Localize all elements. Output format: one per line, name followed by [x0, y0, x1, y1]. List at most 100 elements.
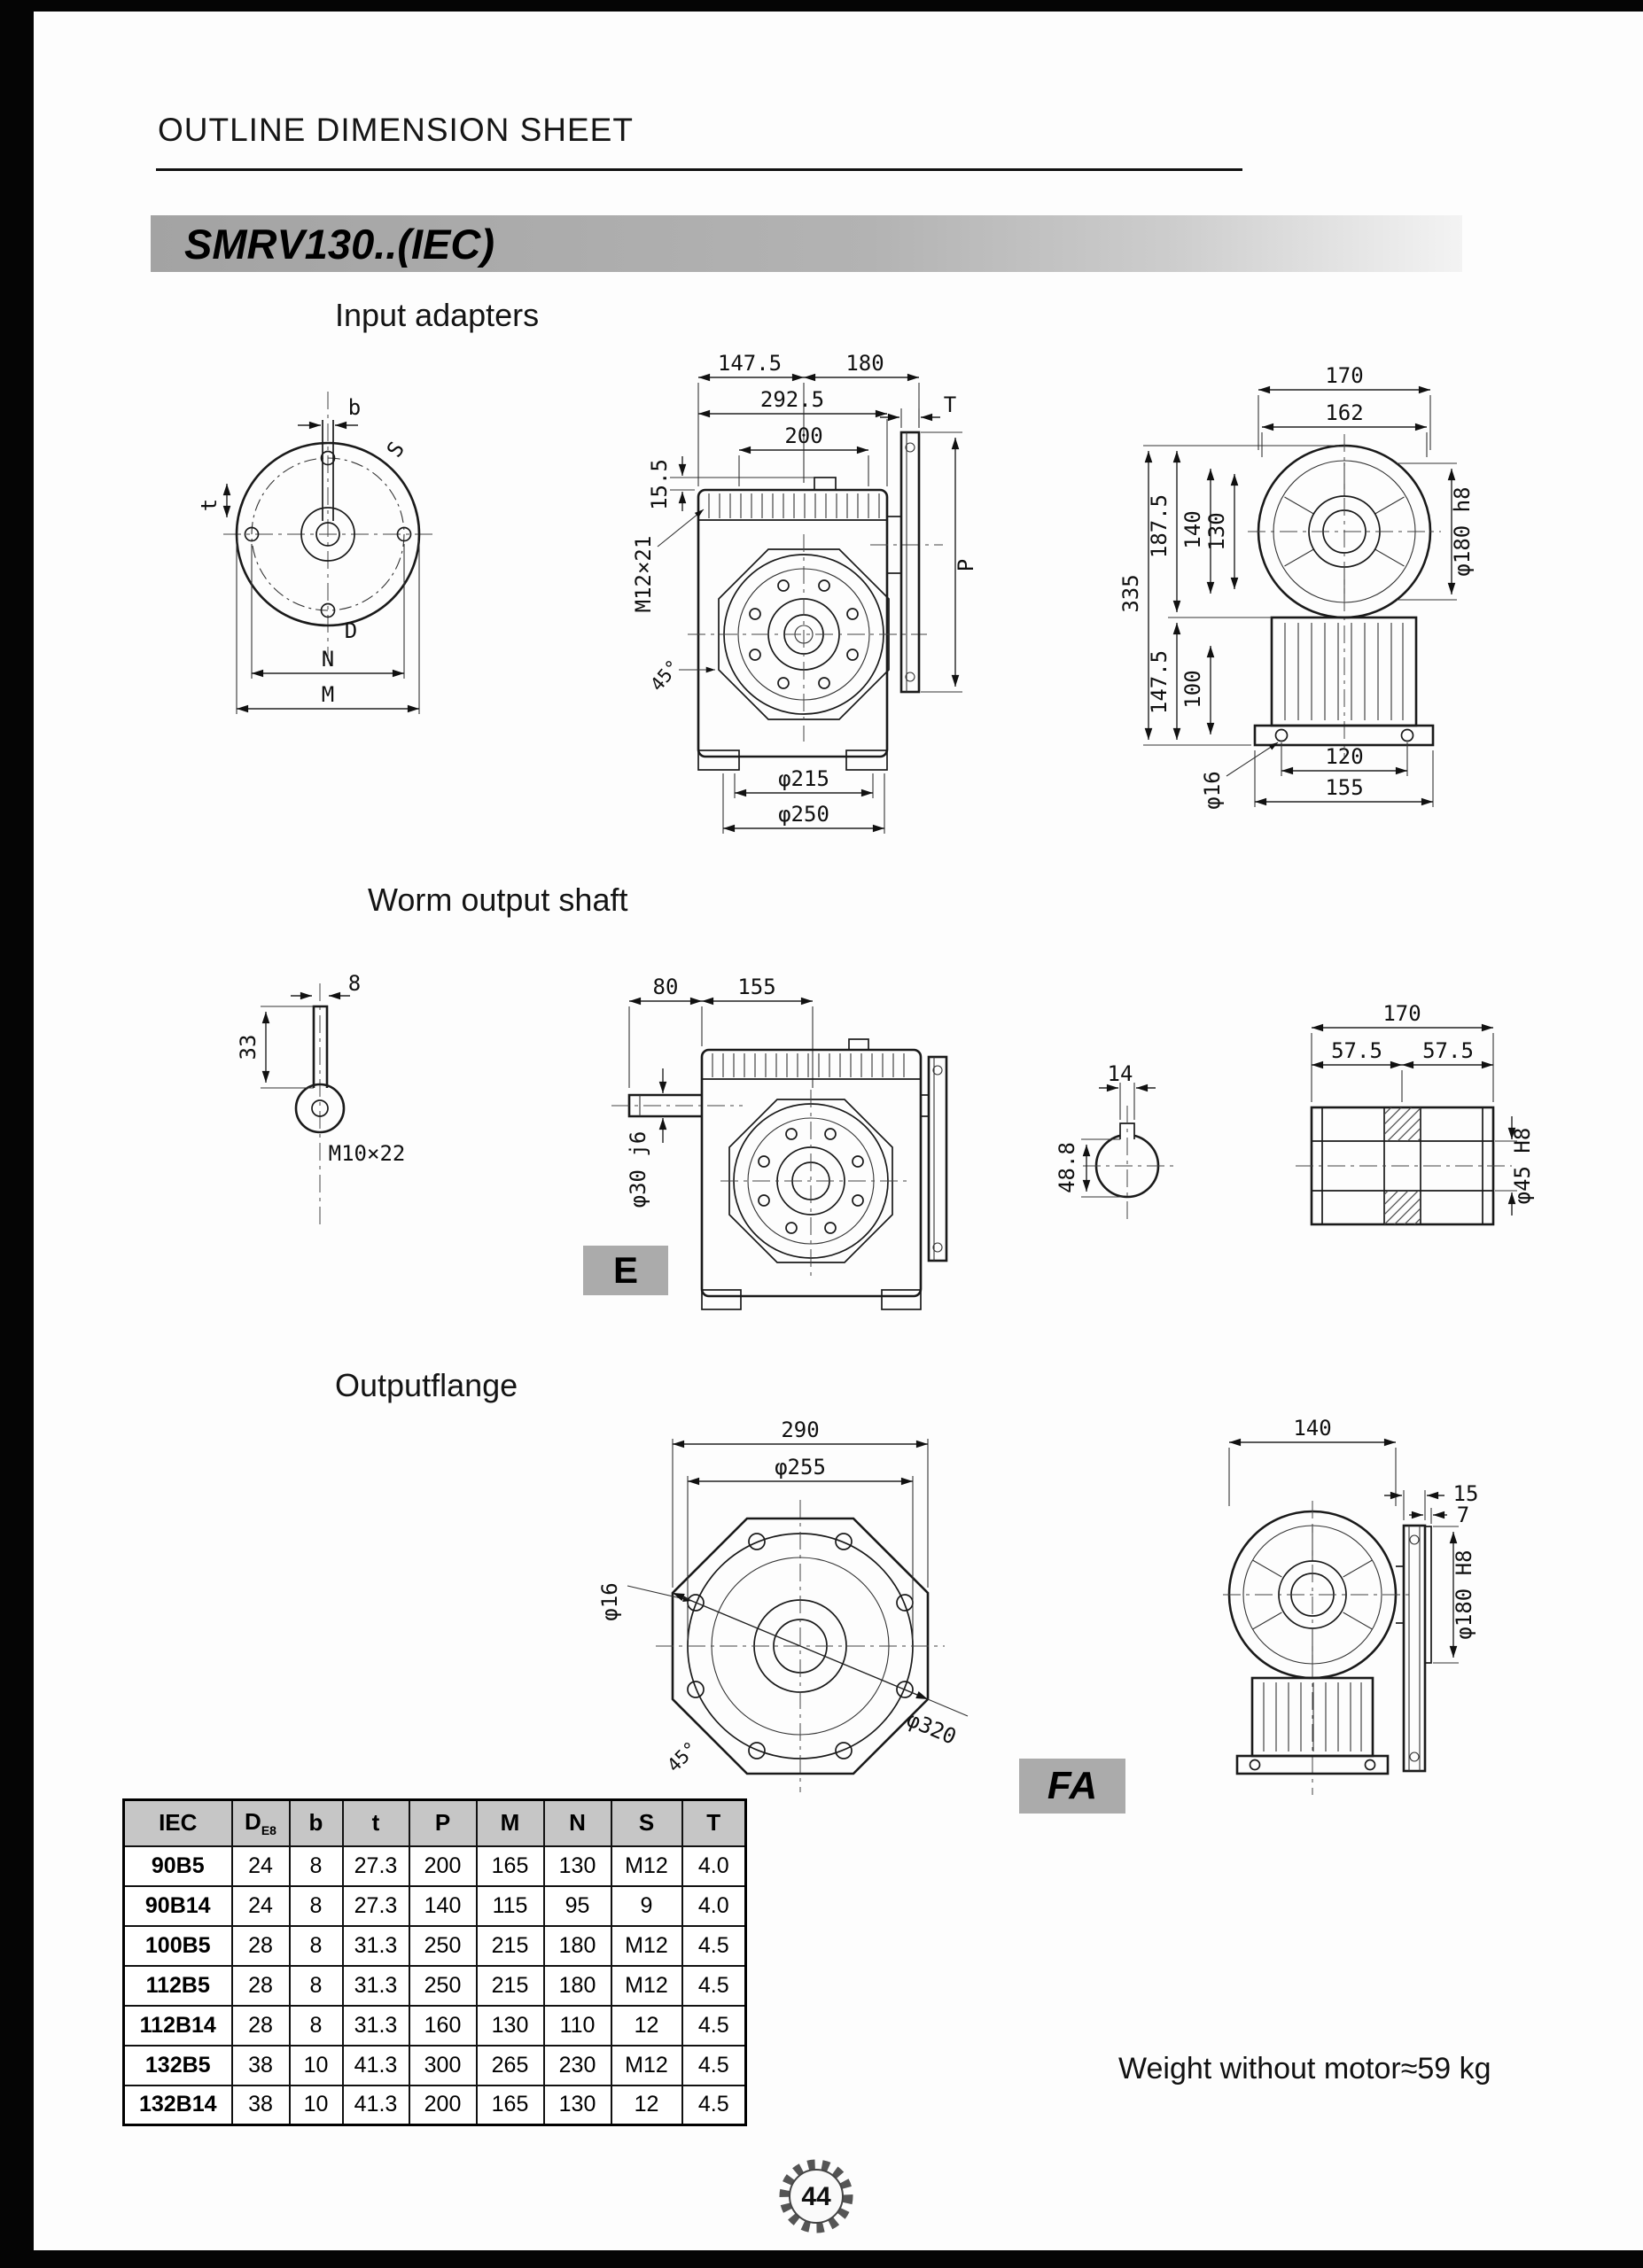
table-cell: M12	[610, 1964, 683, 2007]
table-cell: 130	[542, 1845, 612, 1887]
table-cell: M12	[610, 2044, 683, 2086]
table-cell: 9	[610, 1884, 683, 1927]
table-cell: 132B5	[122, 2044, 233, 2086]
table-cell: 90B14	[122, 1884, 233, 1927]
col-header-iec: IEC	[122, 1798, 233, 1847]
col-header-m: M	[475, 1798, 545, 1847]
table-cell: 8	[288, 1884, 344, 1927]
dim-label: 45°	[663, 1737, 702, 1776]
table-cell: 38	[230, 2044, 291, 2086]
table-cell: 130	[475, 2004, 545, 2047]
weight-note: Weight without motor≈59 kg	[1118, 2052, 1491, 2085]
dim-label: M10×22	[329, 1141, 406, 1166]
flange-front-geometry	[627, 1439, 969, 1792]
dim-label: 120	[1325, 744, 1363, 769]
dim-label: φ30 j6	[626, 1131, 650, 1208]
dim-label: 57.5	[1331, 1038, 1382, 1063]
table-cell: 8	[288, 2004, 344, 2047]
dim-label: 170	[1325, 363, 1363, 388]
table-cell: 115	[475, 1884, 545, 1927]
dim-label: 14	[1108, 1061, 1133, 1086]
view-tag-fa: FA	[1019, 1759, 1125, 1814]
table-cell: 4.0	[681, 1884, 747, 1927]
table-cell: 31.3	[341, 1924, 410, 1967]
table-cell: 10	[288, 2044, 344, 2086]
dim-label: N	[322, 647, 334, 672]
dim-label: 57.5	[1422, 1038, 1474, 1063]
table-cell: 12	[610, 2004, 683, 2047]
table-cell: 215	[475, 1964, 545, 2007]
table-cell: 24	[230, 1884, 291, 1927]
dim-label: S	[382, 437, 409, 462]
table-cell: 200	[408, 1845, 478, 1887]
table-cell: 28	[230, 1964, 291, 2007]
table-header-row: IEC DE8 b t P M N S T	[122, 1798, 747, 1847]
drawing-adapter-side-view: 147.5 180 292.5 200 T 15.5 M12×21 P 45° …	[631, 351, 978, 834]
dim-label: 7	[1457, 1503, 1469, 1527]
dim-label: 180	[845, 351, 884, 376]
dim-label: M12×21	[631, 536, 656, 613]
model-title-bar: SMRV130..(IEC)	[151, 215, 1462, 272]
table-cell: 140	[408, 1884, 478, 1927]
table-cell: 24	[230, 1845, 291, 1887]
table-cell: 215	[475, 1924, 545, 1967]
shaft-side-geometry	[611, 997, 948, 1310]
table-cell: 130	[542, 2084, 612, 2126]
dim-label: 48.8	[1055, 1142, 1079, 1193]
gear-icon	[779, 2159, 853, 2233]
dim-label: 200	[784, 423, 822, 448]
title-rule	[156, 168, 1242, 171]
table-cell: 8	[288, 1964, 344, 2007]
table-cell: 4.5	[681, 2004, 747, 2047]
page-number-gear: 44	[779, 2159, 853, 2233]
drawing-adapter-front-view: b S t D N M	[197, 392, 432, 714]
table-cell: 41.3	[341, 2084, 410, 2126]
table-cell: 27.3	[341, 1845, 410, 1887]
dim-label: 15	[1453, 1481, 1479, 1506]
table-cell: 110	[542, 2004, 612, 2047]
page-title: OUTLINE DIMENSION SHEET	[158, 112, 634, 148]
col-header-t: t	[341, 1798, 410, 1847]
table-cell: 8	[288, 1924, 344, 1967]
dim-label: 155	[1325, 775, 1363, 800]
dim-label: 170	[1382, 1001, 1421, 1026]
dim-label: 80	[653, 975, 679, 999]
dim-label: 45°	[646, 656, 684, 695]
dim-label: φ180 H8	[1452, 1550, 1476, 1639]
adapter-side-geometry	[657, 373, 962, 834]
table-cell: 10	[288, 2084, 344, 2126]
table-cell: 200	[408, 2084, 478, 2126]
table-cell: 165	[475, 1845, 545, 1887]
table-cell: 95	[542, 1884, 612, 1927]
dim-label: 162	[1325, 400, 1363, 425]
table-cell: 4.5	[681, 1964, 747, 2007]
flange-side-geometry	[1223, 1438, 1459, 1795]
table-cell: 28	[230, 2004, 291, 2047]
page-number: 44	[801, 2182, 831, 2211]
section-title-worm-output-shaft: Worm output shaft	[368, 882, 628, 918]
table-cell: 4.5	[681, 2044, 747, 2086]
dim-label: M	[322, 682, 334, 707]
dim-label: 155	[737, 975, 775, 999]
table-cell: 250	[408, 1924, 478, 1967]
dim-label: φ255	[775, 1455, 826, 1480]
dim-label: 335	[1118, 574, 1143, 612]
drawing-flange-front-view: 290 φ255 φ16 45° φ320	[597, 1418, 969, 1792]
drawing-shaft-detail-view: 14 48.8 170 57.5 57.5 φ45 H8	[1055, 1001, 1535, 1226]
view-tag-e: E	[583, 1246, 668, 1295]
col-header-s: S	[610, 1798, 683, 1847]
table-cell: 4.5	[681, 2084, 747, 2126]
table-cell: 31.3	[341, 2004, 410, 2047]
adapter-rear-geometry	[1143, 385, 1457, 807]
dim-label: φ250	[778, 802, 829, 827]
col-header-n: N	[542, 1798, 612, 1847]
dim-label: φ45 H8	[1510, 1128, 1535, 1205]
dim-label: P	[954, 559, 978, 571]
table-cell: 8	[288, 1845, 344, 1887]
